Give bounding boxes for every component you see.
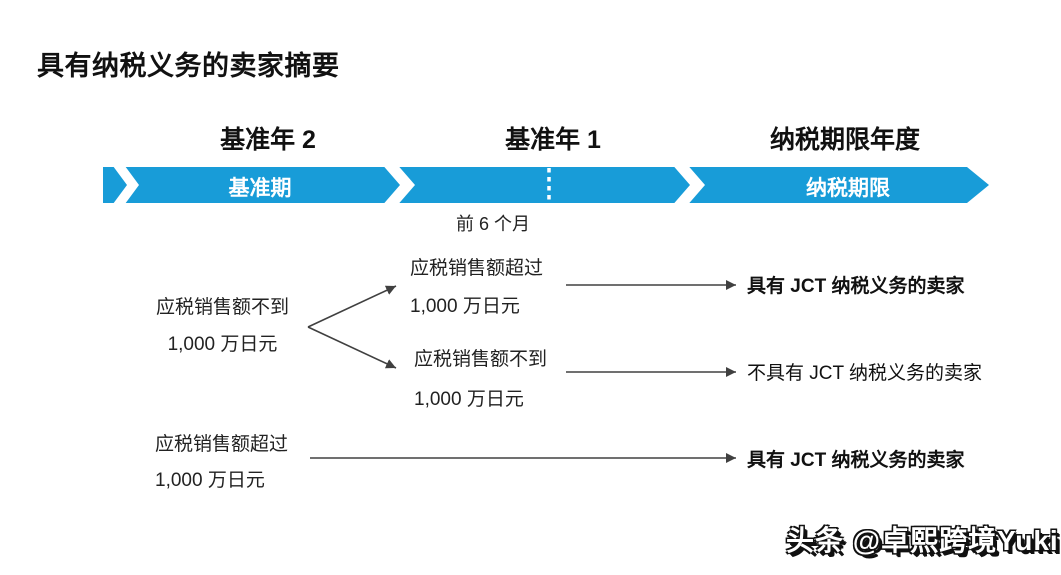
node-text-line: 1,000 万日元 — [167, 334, 278, 355]
fork-line-down — [307, 326, 397, 369]
band-label-base-period: 基准期 — [228, 177, 292, 200]
column-header-base-year-1: 基准年 1 — [505, 126, 601, 154]
result-liable-seller-top: 具有 JCT 纳税义务的卖家 — [747, 276, 965, 297]
flow-node-base-year2-over: 应税销售额超过 1,000 万日元 — [155, 427, 288, 499]
node-text-line: 应税销售额不到 — [155, 297, 289, 318]
node-text-line: 应税销售额超过 — [410, 258, 544, 279]
flow-node-base-year2-under: 应税销售额不到 1,000 万日元 — [140, 289, 305, 363]
node-text-line: 应税销售额不到 — [414, 349, 548, 370]
flow-node-base-year1-over: 应税销售额超过 1,000 万日元 — [410, 250, 543, 326]
chevron-separator-start-icon — [110, 162, 139, 208]
node-text-line: 应税销售额超过 — [155, 434, 289, 455]
node-text-line: 1,000 万日元 — [410, 296, 520, 317]
node-text-line: 1,000 万日元 — [155, 470, 265, 491]
band-label-tax-period: 纳税期限 — [806, 177, 890, 200]
result-liable-seller-bottom: 具有 JCT 纳税义务的卖家 — [747, 450, 965, 471]
label-first-six-months: 前 6 个月 — [455, 214, 530, 234]
column-header-tax-period-year: 纳税期限年度 — [769, 126, 920, 154]
chevron-separator-1-icon — [380, 162, 415, 208]
column-header-base-year-2: 基准年 2 — [220, 126, 316, 154]
node-text-line: 1,000 万日元 — [414, 389, 524, 410]
watermark-text: 头条 @卓熙跨境Yuki — [786, 525, 1059, 556]
fork-line-up — [307, 285, 397, 328]
chevron-separator-2-icon — [670, 162, 705, 208]
flow-node-base-year1-under: 应税销售额不到 1,000 万日元 — [414, 340, 547, 420]
page-title: 具有纳税义务的卖家摘要 — [37, 51, 340, 81]
result-not-liable-seller: 不具有 JCT 纳税义务的卖家 — [747, 363, 983, 384]
